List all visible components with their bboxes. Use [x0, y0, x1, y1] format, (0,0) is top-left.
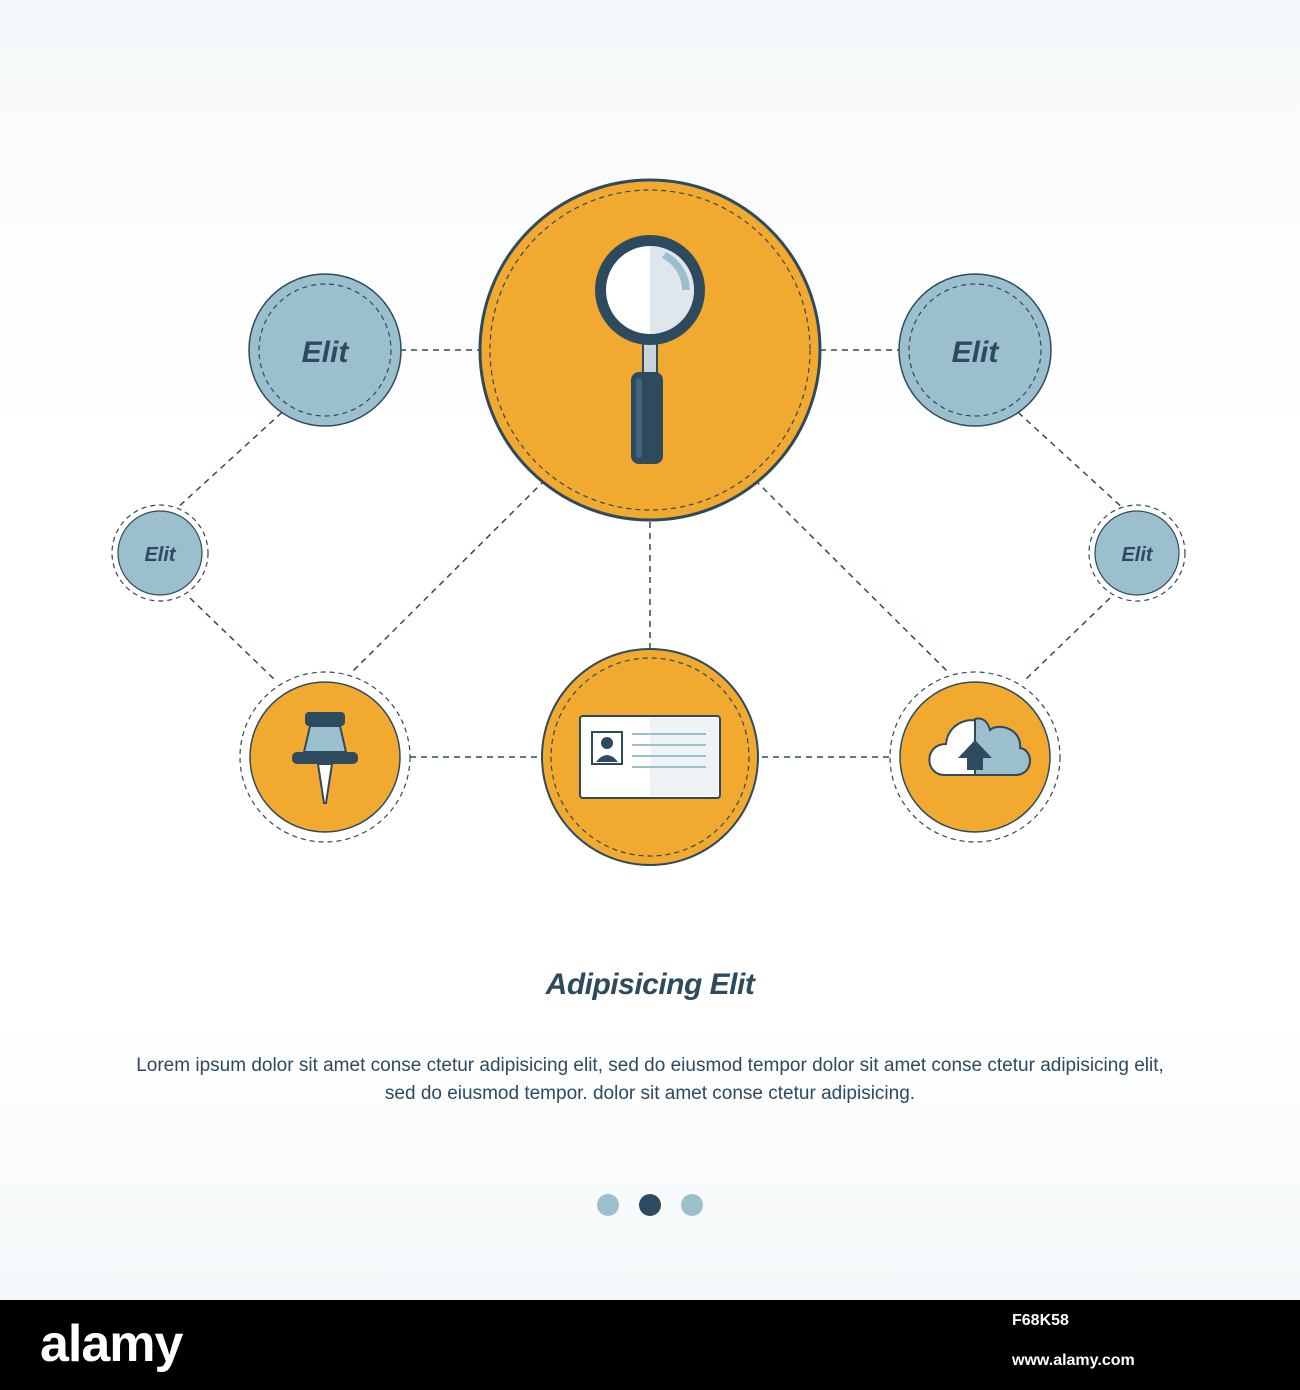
node-top-right[interactable]: Elit — [898, 273, 1052, 427]
section-description: Lorem ipsum dolor sit amet conse ctetur … — [136, 1055, 1164, 1104]
brand-logo: alamy — [40, 1315, 183, 1373]
node-bottom-left[interactable] — [239, 671, 411, 843]
connector-topright-midright — [1009, 404, 1126, 511]
site-url: www.alamy.com — [1012, 1352, 1135, 1369]
page-dot-1[interactable] — [597, 1194, 619, 1216]
node-top-left[interactable]: Elit — [248, 273, 402, 427]
node-bottom-center[interactable] — [541, 648, 759, 866]
cloud-upload-icon — [928, 717, 1031, 776]
center-node[interactable] — [478, 178, 822, 522]
node-label: Elit — [1121, 544, 1153, 566]
image-id: F68K58 — [1012, 1312, 1069, 1329]
node-mid-right[interactable]: Elit — [1088, 504, 1186, 602]
node-label: Elit — [952, 336, 1001, 369]
connector-center-cloud — [754, 479, 949, 673]
id-card-icon — [579, 715, 721, 799]
node-mid-left[interactable]: Elit — [111, 504, 209, 602]
watermark-footer: alamy F68K58 www.alamy.com — [0, 1300, 1300, 1390]
pagination-dots — [0, 1194, 1300, 1216]
connector-lines — [174, 349, 1126, 758]
section-title: Adipisicing Elit — [545, 968, 755, 1001]
connector-midright-cloud — [1024, 597, 1111, 681]
connector-center-pin — [351, 479, 546, 673]
page-dot-2-active[interactable] — [639, 1194, 661, 1216]
magnifier-icon — [595, 235, 705, 464]
node-bottom-right[interactable] — [889, 671, 1061, 843]
connector-topleft-midleft — [174, 404, 291, 511]
node-label: Elit — [144, 544, 176, 566]
connector-midleft-pin — [189, 597, 276, 681]
infographic-canvas: Elit Elit Elit Elit — [0, 0, 1300, 1300]
network-diagram: Elit Elit Elit Elit — [111, 178, 1186, 866]
node-label: Elit — [302, 336, 351, 369]
pushpin-icon — [292, 712, 358, 804]
page-dot-3[interactable] — [681, 1194, 703, 1216]
